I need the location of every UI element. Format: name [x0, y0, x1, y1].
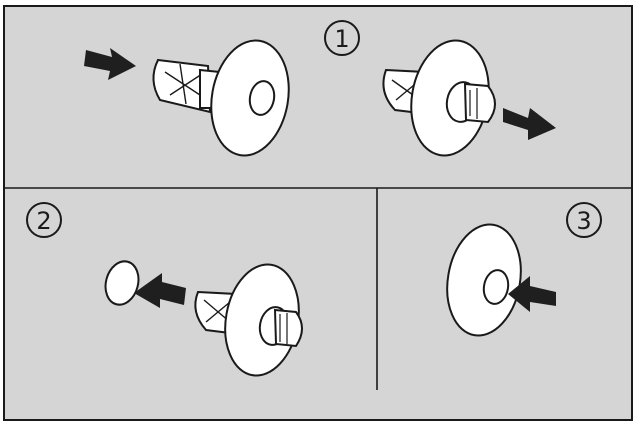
rivet-pin: [463, 82, 496, 124]
push-arrow-icon: [508, 276, 556, 312]
push-arrow-icon: [84, 48, 136, 80]
step-1-badge: [324, 20, 360, 56]
push-rivet-clip: [152, 39, 290, 157]
push-rivet-clip: [194, 263, 303, 377]
step-3-number: 3: [576, 207, 591, 235]
push-rivet-clip: [382, 39, 496, 157]
washer: [446, 223, 522, 337]
step-1-panel: 1: [84, 20, 556, 157]
step-2-badge: [26, 202, 62, 238]
step-3-badge: [566, 202, 602, 238]
rivet-pin: [104, 260, 140, 306]
pull-arrow-icon: [503, 108, 556, 140]
step-3-panel: 3: [446, 202, 602, 337]
step-2-number: 2: [36, 207, 51, 235]
push-arrow-icon: [134, 273, 186, 308]
step-1-number: 1: [334, 25, 349, 53]
step-2-panel: 2: [26, 202, 303, 377]
diagram-frame: [3, 5, 633, 421]
